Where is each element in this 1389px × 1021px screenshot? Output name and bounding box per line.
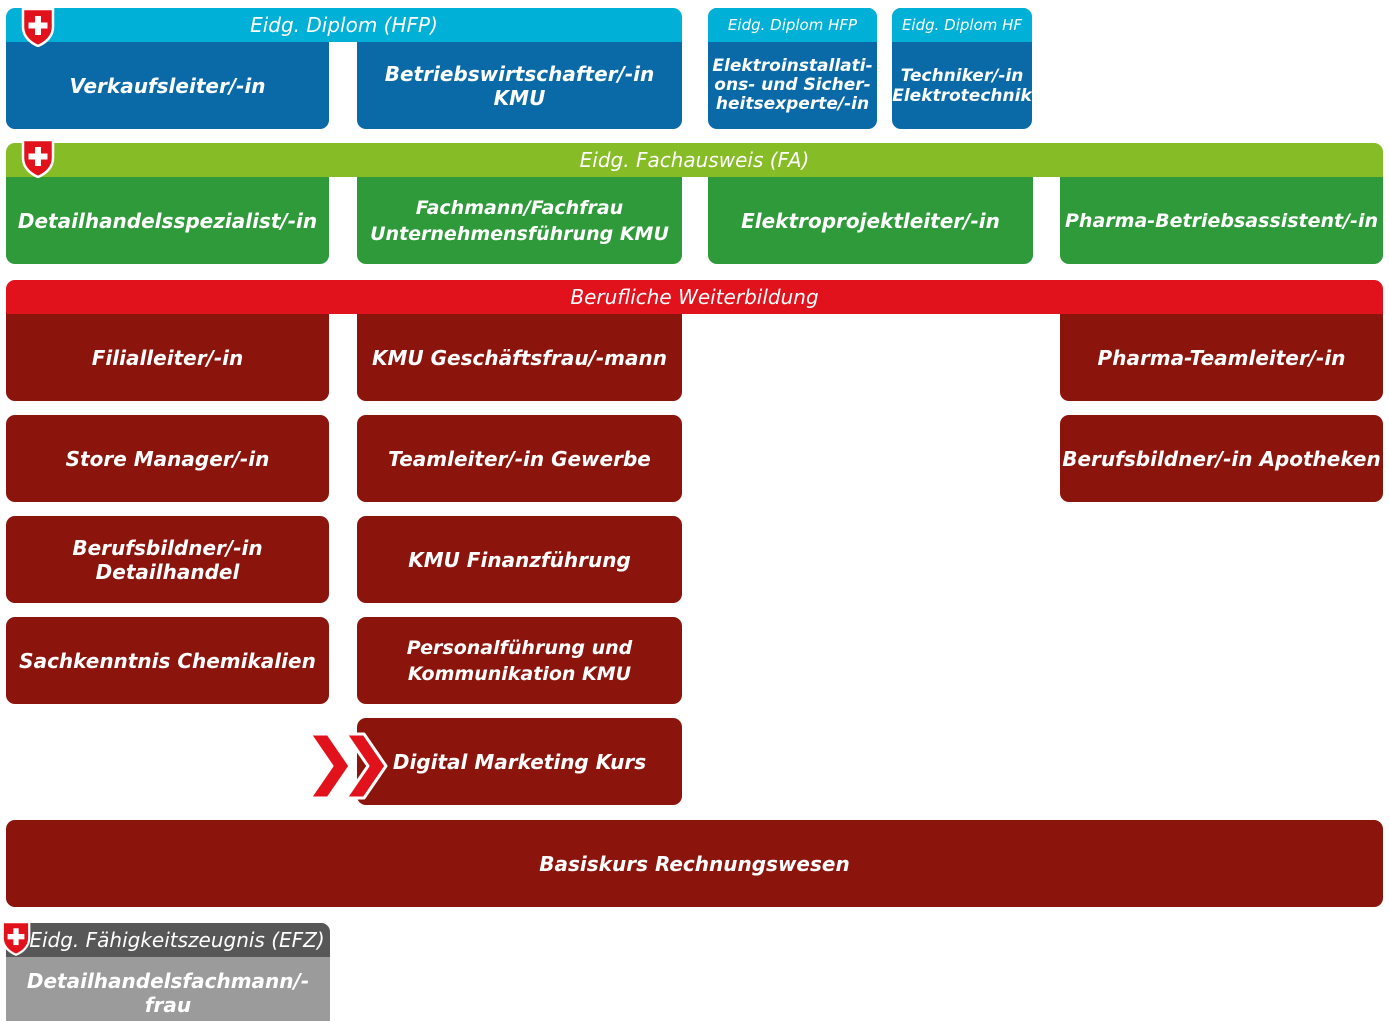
- card-label: Store Manager/-in: [65, 446, 270, 471]
- hfp2-header: Eidg. Diplom HFP: [708, 8, 877, 42]
- card-detailhandelsfachmann: Eidg. Fähigkeitszeugnis (EFZ) Detailhand…: [6, 923, 330, 1021]
- swiss-shield-icon: [1, 921, 31, 956]
- card-label-line: Kommunikation KMU: [407, 662, 632, 685]
- card-label: Teamleiter/-in Gewerbe: [388, 446, 651, 471]
- card-pharma-betriebsassistent: Pharma-Betriebsassistent/-in: [1060, 177, 1383, 264]
- card-digital-marketing: Digital Marketing Kurs: [357, 718, 682, 805]
- card-label: Betriebswirtschafter/-in KMU: [384, 61, 655, 110]
- fa-header: Eidg. Fachausweis (FA): [6, 143, 1383, 177]
- card-label-line: ons- und Sicher-: [714, 75, 871, 95]
- card-verkaufsleiter: Verkaufsleiter/-in: [6, 42, 329, 129]
- efz-header-label: Eidg. Fähigkeitszeugnis (EFZ): [29, 928, 325, 952]
- hf-header-label: Eidg. Diplom HF: [901, 16, 1023, 34]
- hfp2-header-label: Eidg. Diplom HFP: [727, 16, 858, 34]
- card-label-line: Unternehmensführung KMU: [370, 222, 669, 245]
- fa-header-label: Eidg. Fachausweis (FA): [579, 148, 810, 172]
- swiss-shield-icon: [21, 138, 55, 178]
- card-store-manager: Store Manager/-in: [6, 415, 329, 502]
- hf-header: Eidg. Diplom HF: [892, 8, 1032, 42]
- card-teamleiter-gewerbe: Teamleiter/-in Gewerbe: [357, 415, 682, 502]
- card-label-line: Fachmann/Fachfrau: [415, 196, 624, 219]
- card-fachmann-unternehmensfuehrung: Fachmann/Fachfrau Unternehmensführung KM…: [357, 177, 682, 264]
- card-label: Verkaufsleiter/-in: [69, 73, 266, 98]
- hfp-header: Eidg. Diplom (HFP): [6, 8, 682, 42]
- card-filialleiter: Filialleiter/-in: [6, 314, 329, 401]
- card-betriebswirtschafter: Betriebswirtschafter/-in KMU: [357, 42, 682, 129]
- card-label: Digital Marketing Kurs: [392, 749, 647, 774]
- card-pharma-teamleiter: Pharma-Teamleiter/-in: [1060, 314, 1383, 401]
- efz-header: Eidg. Fähigkeitszeugnis (EFZ): [6, 923, 330, 957]
- card-label: Detailhandelsfachmann/-frau: [26, 969, 310, 1017]
- wb-header-label: Berufliche Weiterbildung: [570, 285, 819, 309]
- double-chevron-icon: [308, 732, 388, 800]
- card-basiskurs-rechnungswesen: Basiskurs Rechnungswesen: [6, 820, 1383, 907]
- card-label: KMU Geschäftsfrau/-mann: [372, 345, 667, 370]
- card-label: Berufsbildner/-in Detailhandel: [72, 535, 263, 584]
- card-sachkenntnis-chemikalien: Sachkenntnis Chemikalien: [6, 617, 329, 704]
- card-label-line: Personalführung und: [406, 636, 633, 659]
- hfp-header-band: Eidg. Diplom (HFP): [6, 8, 682, 129]
- card-label: Pharma-Teamleiter/-in: [1097, 345, 1346, 370]
- card-label: Basiskurs Rechnungswesen: [539, 851, 850, 876]
- wb-header: Berufliche Weiterbildung: [6, 280, 1383, 314]
- card-berufsbildner-detailhandel: Berufsbildner/-in Detailhandel: [6, 516, 329, 603]
- card-label: Elektroprojektleiter/-in: [741, 208, 1000, 233]
- card-elektroinstallations-experte: Eidg. Diplom HFP Elektroinstallati- ons-…: [708, 8, 877, 129]
- card-personalfuehrung-kommunikation: Personalführung und Kommunikation KMU: [357, 617, 682, 704]
- card-elektroprojektleiter: Elektroprojektleiter/-in: [708, 177, 1033, 264]
- card-kmu-finanzfuehrung: KMU Finanzführung: [357, 516, 682, 603]
- card-label-line: Elektroinstallati-: [712, 56, 873, 76]
- hfp-header-label: Eidg. Diplom (HFP): [250, 13, 438, 37]
- card-kmu-geschaeftsfrau: KMU Geschäftsfrau/-mann: [357, 314, 682, 401]
- card-label: Sachkenntnis Chemikalien: [19, 648, 316, 673]
- card-label: Berufsbildner/-in Apotheken: [1062, 446, 1381, 471]
- card-label: Filialleiter/-in: [91, 345, 244, 370]
- card-detailhandelsspezialist: Detailhandelsspezialist/-in: [6, 177, 329, 264]
- card-label: KMU Finanzführung: [408, 547, 631, 572]
- card-label-line: heitsexperte/-in: [715, 94, 870, 114]
- swiss-shield-icon: [21, 7, 55, 47]
- card-label: Pharma-Betriebsassistent/-in: [1065, 209, 1378, 232]
- card-label-line: Elektrotechnik: [892, 85, 1032, 106]
- card-techniker-elektrotechnik: Eidg. Diplom HF Techniker/-in Elektrotec…: [892, 8, 1032, 129]
- card-label: Detailhandelsspezialist/-in: [17, 208, 318, 233]
- card-berufsbildner-apotheken: Berufsbildner/-in Apotheken: [1060, 415, 1383, 502]
- card-label-line: Techniker/-in: [900, 65, 1024, 86]
